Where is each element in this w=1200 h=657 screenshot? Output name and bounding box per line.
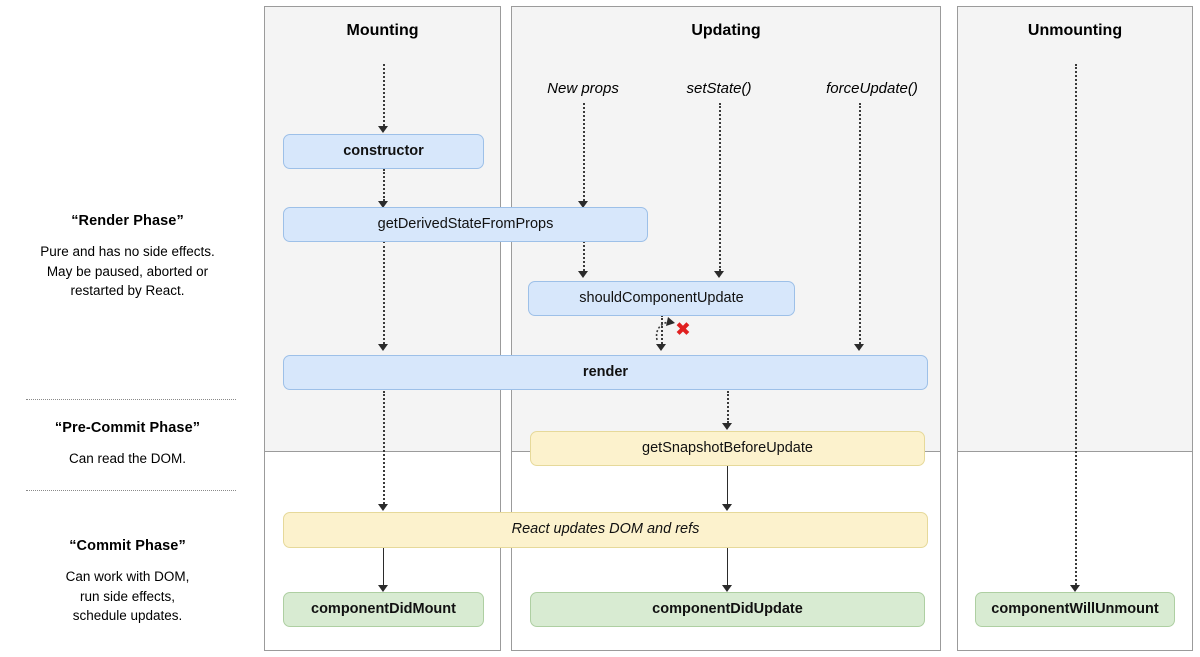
connector-mounting-entry — [383, 64, 385, 126]
connector-snapshot-to-dom-update — [727, 466, 728, 504]
connector-scu-to-render — [661, 315, 663, 344]
connector-new-props-to-derived-state — [583, 103, 585, 201]
node-constructor[interactable]: constructor — [283, 134, 484, 169]
arrowhead-snapshot-to-dom-update — [722, 504, 732, 511]
connector-force-update-to-render — [859, 103, 861, 344]
column-title-updating: Updating — [691, 22, 761, 39]
legend-pre-commit-phase: “Pre-Commit Phase” Can read the DOM. — [0, 420, 255, 469]
arrowhead-new-props-to-derived-state — [578, 201, 588, 208]
node-react-updates-dom-and-refs[interactable]: React updates DOM and refs — [283, 512, 928, 548]
legend-render-phase: “Render Phase” Pure and has no side effe… — [0, 213, 255, 301]
trigger-set-state: setState() — [686, 80, 752, 97]
arrowhead-derived-state-to-scu — [578, 271, 588, 278]
arrowhead-dom-update-to-did-mount — [378, 585, 388, 592]
node-render[interactable]: render — [283, 355, 928, 390]
node-component-did-update[interactable]: componentDidUpdate — [530, 592, 925, 627]
connector-mounting-render-to-dom-update — [383, 391, 385, 504]
arrowhead-unmounting-entry — [1070, 585, 1080, 592]
arrowhead-derived-state-to-render — [378, 344, 388, 351]
arrowhead-mounting-render-to-dom-update — [378, 504, 388, 511]
legend-commit-phase: “Commit Phase” Can work with DOM, run si… — [0, 538, 255, 626]
legend-divider-top — [26, 399, 236, 400]
arrowhead-dom-update-to-did-update — [722, 585, 732, 592]
column-title-unmounting: Unmounting — [1027, 22, 1123, 39]
node-should-component-update[interactable]: shouldComponentUpdate — [528, 281, 795, 316]
trigger-new-props: New props — [547, 80, 619, 97]
legend-pre-commit-phase-body: Can read the DOM. — [68, 451, 187, 466]
arrowhead-scu-to-render — [656, 344, 666, 351]
arrowhead-set-state-to-scu — [714, 271, 724, 278]
legend-pre-commit-phase-title: “Pre-Commit Phase” — [54, 420, 201, 436]
skip-render-x-icon: ✖ — [675, 318, 691, 341]
legend-divider-bottom — [26, 490, 236, 491]
connector-dom-update-to-did-mount — [383, 548, 384, 586]
arrowhead-constructor-to-derived-state — [378, 201, 388, 208]
connector-dom-update-to-did-update — [727, 548, 728, 586]
legend-commit-phase-body: Can work with DOM, run side effects, sch… — [65, 569, 190, 624]
legend-render-phase-title: “Render Phase” — [71, 213, 184, 229]
connector-set-state-to-scu — [719, 103, 721, 271]
connector-unmounting-entry — [1075, 64, 1077, 585]
legend-commit-phase-title: “Commit Phase” — [69, 538, 186, 554]
connector-render-to-snapshot — [727, 391, 729, 423]
node-get-snapshot-before-update[interactable]: getSnapshotBeforeUpdate — [530, 431, 925, 466]
column-title-mounting: Mounting — [346, 22, 419, 39]
arrowhead-render-to-snapshot — [722, 423, 732, 430]
connector-derived-state-to-render — [383, 241, 385, 344]
node-component-will-unmount[interactable]: componentWillUnmount — [975, 592, 1175, 627]
connector-constructor-to-derived-state — [383, 169, 385, 201]
legend-render-phase-body: Pure and has no side effects. May be pau… — [40, 244, 215, 299]
phase-legend: “Render Phase” Pure and has no side effe… — [0, 0, 255, 657]
arrowhead-force-update-to-render — [854, 344, 864, 351]
node-get-derived-state-from-props[interactable]: getDerivedStateFromProps — [283, 207, 648, 242]
arrowhead-mounting-entry — [378, 126, 388, 133]
trigger-force-update: forceUpdate() — [826, 80, 918, 97]
node-component-did-mount[interactable]: componentDidMount — [283, 592, 484, 627]
connector-derived-state-to-scu — [583, 241, 585, 271]
